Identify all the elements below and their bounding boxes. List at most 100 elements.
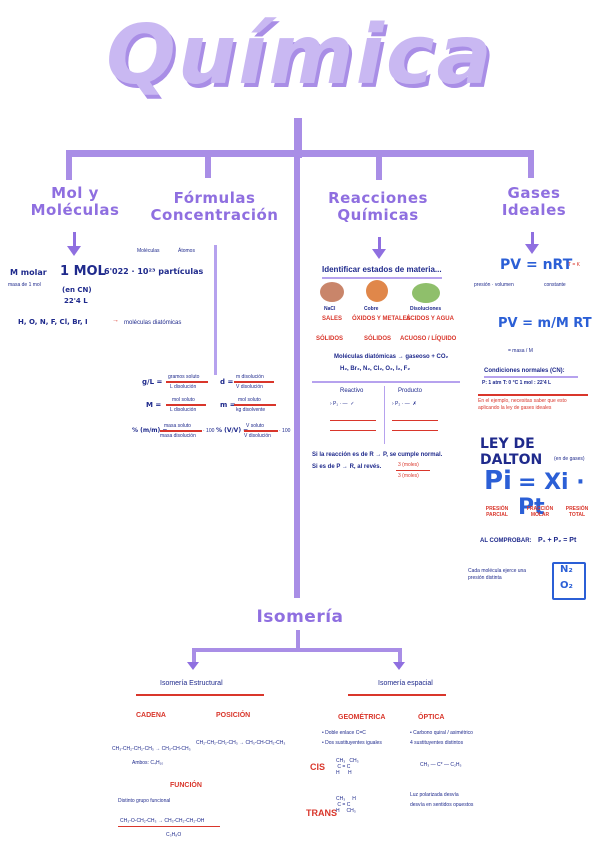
reac-condition-2: Si es de P → R, al revés.: [312, 464, 382, 470]
section-isomeria: Isomería: [256, 607, 344, 627]
dalton-rest: = Xi · Pt: [518, 470, 585, 520]
page-title: Química: [106, 8, 494, 103]
iso-opt-note3: Luz polarizada desvía: [410, 792, 459, 798]
iso-opt-note4: desvía en sentidos opuestos: [410, 802, 474, 808]
dalton-title: LEY DE DALTON: [480, 436, 543, 468]
gases-arrow-head: [525, 244, 539, 254]
iso-funcion-note: Distinto grupo funcional: [118, 798, 171, 804]
reac-identify-underline: [322, 277, 442, 279]
formulas-dashed-line: [214, 245, 217, 375]
reac-diatomic-line: Moléculas diatómicas → gaseoso + CO₂: [334, 354, 449, 360]
reac-col-mark3: [330, 430, 376, 431]
mol-volume: 22'4 L: [64, 297, 88, 305]
iso-posicion: POSICIÓN: [216, 712, 251, 719]
gases-arrow-stem: [531, 232, 534, 246]
mol-diatomic-list: H, O, N, F, Cl, Br, I: [18, 318, 88, 326]
dalton-label-3: PRESIÓN TOTAL: [565, 506, 589, 518]
reac-arrow-head: [372, 249, 386, 259]
dalton-check-label: AL COMPROBAR:: [480, 538, 532, 544]
formula-M-den: L disolución: [170, 407, 197, 413]
iso-cadena: CADENA: [136, 712, 166, 719]
reac-item2-state: SÓLIDOS: [364, 336, 392, 342]
reac-condition-1: Si la reacción es de R → P, se cumple no…: [312, 452, 443, 458]
mol-top-label-molecules: Moléculas: [137, 248, 160, 254]
reac-item1-kind: SALES: [322, 316, 343, 322]
reac-col-divider: [384, 386, 385, 444]
reac-frac-bar: [396, 470, 430, 471]
gases-example: En el ejemplo, necesitas saber que esto …: [478, 398, 567, 411]
reac-item2-name: Cobre: [364, 306, 379, 312]
gases-subnote-left: presión · volumen: [474, 282, 514, 288]
dalton-check-eq: P₁ + P₂ = Pt: [538, 537, 577, 544]
formula-m-left: m =: [220, 401, 236, 409]
isomeria-stem: [296, 630, 300, 648]
reac-col1: Reactivo: [340, 388, 364, 394]
formula-pv-bar: [244, 430, 278, 432]
iso-funcion-formula: C₃H₈O: [166, 832, 182, 838]
formula-M-left: M =: [146, 401, 162, 409]
formula-pm-num: masa soluto: [164, 423, 191, 429]
mol-equation-left: M molar: [10, 268, 47, 277]
formula-gl-bar: [166, 381, 208, 383]
formula-m-num: mol soluto: [238, 397, 261, 403]
iso-espacial: Isomería espacial: [378, 680, 433, 687]
iso-funcion: FUNCIÓN: [170, 782, 202, 789]
section-mol: Mol y Moléculas: [30, 184, 120, 219]
reac-divider: [312, 381, 460, 383]
iso-cadena-formula: Ambos: C₄H₁₀: [132, 760, 164, 766]
isomeria-right-stem: [398, 648, 402, 664]
formula-pm-left: % (m/m) =: [132, 427, 168, 434]
formula-d-num: m disolución: [236, 374, 264, 380]
solution-blob-icon: [412, 283, 440, 303]
formula-d-left: d =: [220, 378, 234, 386]
mol-arrow-stem: [73, 232, 76, 248]
formula-gl-num: gramos soluto: [168, 374, 200, 380]
formula-pv-num: V soluto: [246, 423, 265, 429]
reac-item1-name: NaCl: [324, 306, 336, 312]
dalton-label-1: PRESIÓN PARCIAL: [485, 506, 509, 518]
reac-frac-num: 3 (moles): [398, 462, 419, 468]
gases-t-note: T = K: [568, 262, 580, 268]
iso-posicion-ex: CH₂-CH₂-CH₂-CH₃ → CH₃-CH-CH₂-CH₃: [196, 740, 286, 746]
formula-gl-den: L disolución: [170, 384, 197, 390]
gases-cn-underline: [484, 376, 578, 378]
iso-geo-note1: • Doble enlace C=C: [322, 730, 366, 736]
formula-pm-den: masa disolución: [160, 433, 196, 439]
formula-pm-mult: · 100: [203, 428, 215, 434]
mol-diatomic-label: moléculas diatómicas: [124, 320, 182, 326]
reac-arrow-stem: [378, 237, 381, 251]
branch-gases: [528, 150, 534, 178]
main-horizontal-bar: [66, 150, 534, 157]
iso-geometrica: GEOMÉTRICA: [338, 714, 386, 721]
isomeria-left-arrow: [187, 662, 199, 670]
iso-trans: TRANS: [306, 808, 337, 818]
reac-col2-detail: › P₂ · — ✗: [392, 401, 417, 407]
reac-col-mark4: [392, 430, 438, 431]
gases-red-rule: [478, 394, 588, 396]
section-gases: Gases Ideales: [501, 184, 567, 219]
branch-formulas: [205, 150, 211, 178]
iso-cadena-ex: CH₃-CH₂-CH₂-CH₃ → CH₃-CH-CH₃: [112, 746, 191, 752]
branch-reacciones: [376, 150, 382, 180]
isomeria-right-arrow: [393, 662, 405, 670]
formula-pv-left: % (V/V) =: [216, 427, 249, 434]
mol-arrow-glyph: →: [112, 317, 119, 324]
reac-frac-den: 3 (moles): [398, 473, 419, 479]
iso-left-bar: [136, 694, 264, 696]
iso-optica: ÓPTICA: [418, 714, 445, 721]
reac-identify-text: Identificar estados de materia...: [322, 265, 442, 274]
formula-d-bar: [234, 381, 274, 383]
dalton-pi: Pi: [484, 466, 512, 496]
gases-pv-mrt: PV = m/M RT: [498, 316, 592, 331]
isomeria-horizontal: [192, 648, 402, 652]
iso-funcion-ex: CH₃-O-CH₂-CH₃ → CH₃-CH₂-CH₂-OH: [120, 818, 205, 824]
dalton-sub: (en de gases): [554, 456, 585, 462]
gas-container-box: [552, 562, 586, 600]
trunk-center: [294, 150, 300, 598]
iso-opt-note2: 4 sustituyentes distintos: [410, 740, 464, 746]
formula-M-bar: [166, 404, 206, 406]
gas-box-bottom: O₂: [560, 580, 573, 591]
branch-mol: [66, 150, 72, 180]
mol-top-label-atoms: Átomos: [178, 248, 195, 254]
